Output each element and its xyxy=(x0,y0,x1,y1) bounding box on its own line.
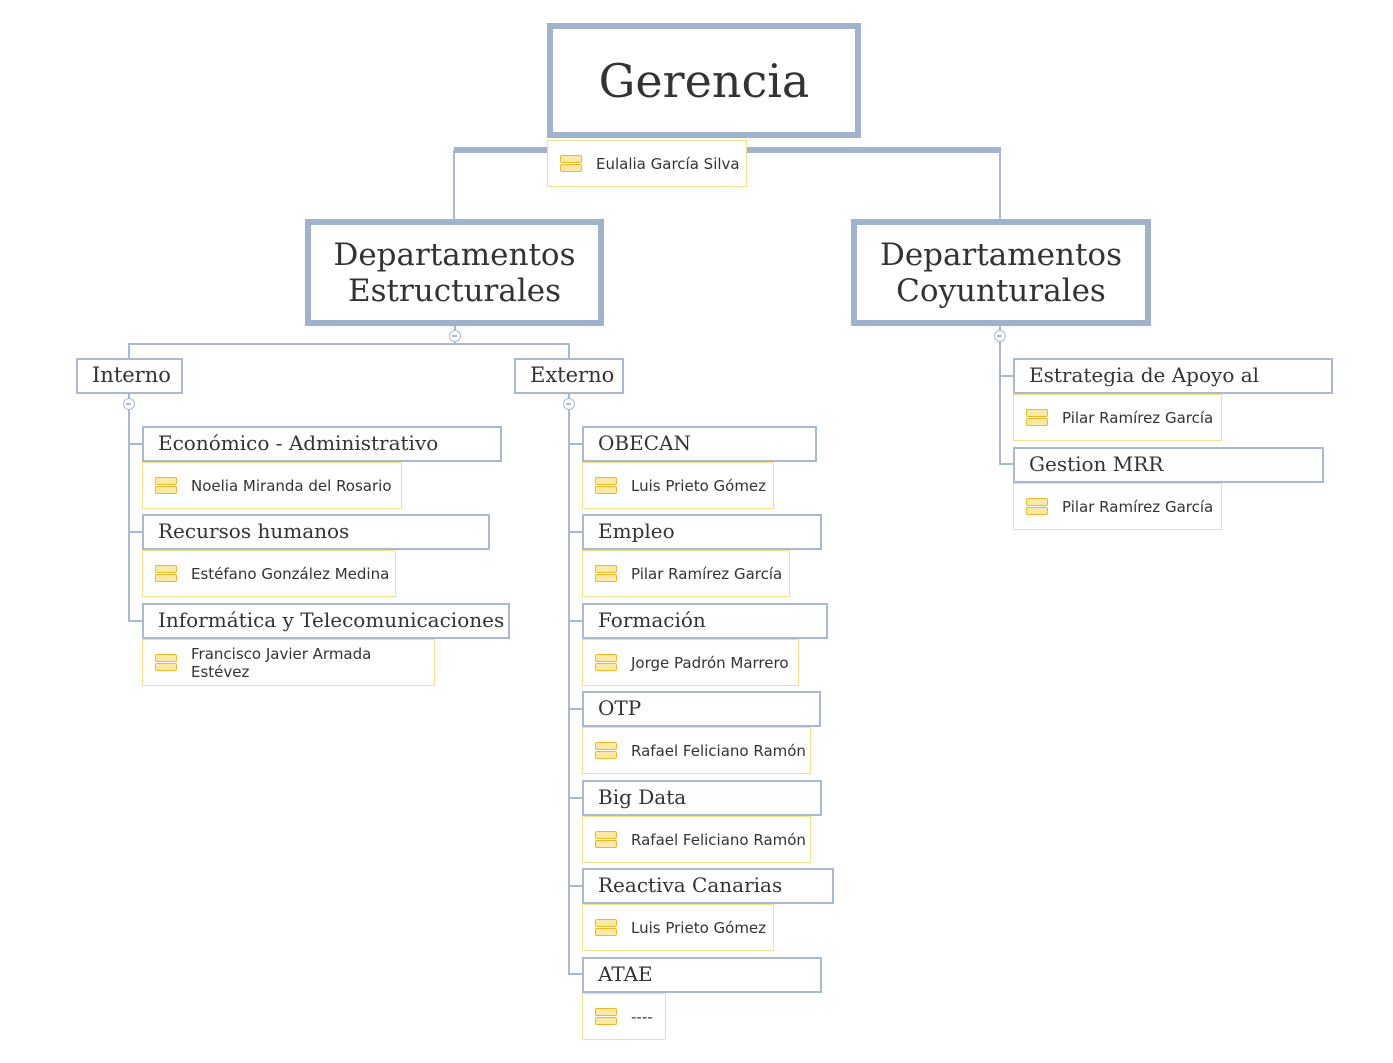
connector xyxy=(569,885,583,887)
node-recursos-humanos[interactable]: Recursos humanos xyxy=(142,514,490,550)
node-title-line2: Estructurales xyxy=(347,272,562,309)
connector xyxy=(129,531,144,533)
connector xyxy=(129,443,144,445)
node-title-line1: Departamentos xyxy=(333,236,576,273)
person-card[interactable]: Luis Prieto Gómez xyxy=(582,462,774,509)
stacked-cards-icon xyxy=(595,476,617,495)
stacked-cards-icon xyxy=(595,653,617,672)
node-label: Recursos humanos xyxy=(158,519,350,543)
connector xyxy=(453,150,455,220)
connector xyxy=(999,324,1001,465)
node-label: Interno xyxy=(92,363,171,387)
connector xyxy=(128,343,130,360)
person-name: ---- xyxy=(631,1007,653,1026)
collapse-circle-icon[interactable] xyxy=(563,398,575,410)
collapse-circle-icon[interactable] xyxy=(994,330,1006,342)
node-title-line2: Coyunturales xyxy=(896,272,1106,309)
collapse-circle-icon[interactable] xyxy=(123,398,135,410)
person-card[interactable]: Pilar Ramírez García xyxy=(1013,394,1222,441)
stacked-cards-icon xyxy=(155,564,177,583)
person-name: Noelia Miranda del Rosario xyxy=(191,476,392,495)
node-informatica-telecomunicaciones[interactable]: Informática y Telecomunicaciones xyxy=(142,603,510,639)
node-economico-administrativo[interactable]: Económico - Administrativo xyxy=(142,426,502,462)
person-card[interactable]: Luis Prieto Gómez xyxy=(582,904,774,951)
stacked-cards-icon xyxy=(595,741,617,760)
connector xyxy=(1000,375,1015,377)
node-label: Gestion MRR xyxy=(1029,452,1164,476)
person-name: Luis Prieto Gómez xyxy=(631,918,767,937)
person-name: Rafael Feliciano Ramón xyxy=(631,741,806,760)
person-name: Pilar Ramírez García xyxy=(1062,497,1214,516)
connector xyxy=(128,392,130,622)
node-label: Formación xyxy=(598,608,706,632)
node-big-data[interactable]: Big Data xyxy=(582,780,822,816)
person-card[interactable]: Rafael Feliciano Ramón xyxy=(582,727,811,774)
node-title-line1: Departamentos xyxy=(879,236,1123,273)
person-name: Luis Prieto Gómez xyxy=(631,476,767,495)
node-label: ATAE xyxy=(598,962,653,986)
connector xyxy=(569,708,583,710)
person-card[interactable]: Estéfano González Medina xyxy=(142,550,396,597)
node-externo[interactable]: Externo xyxy=(514,358,624,394)
person-card[interactable]: ---- xyxy=(582,993,666,1040)
connector xyxy=(569,531,583,533)
root-person[interactable]: Eulalia García Silva xyxy=(547,140,747,187)
stacked-cards-icon xyxy=(155,476,177,495)
person-name: Rafael Feliciano Ramón xyxy=(631,830,806,849)
person-card[interactable]: Pilar Ramírez García xyxy=(582,550,790,597)
person-name: Pilar Ramírez García xyxy=(1062,408,1214,427)
stacked-cards-icon xyxy=(560,154,582,173)
person-name: Pilar Ramírez García xyxy=(631,564,783,583)
stacked-cards-icon xyxy=(1026,408,1048,427)
node-reactiva-canarias[interactable]: Reactiva Canarias xyxy=(582,868,834,904)
node-formacion[interactable]: Formación xyxy=(582,603,828,639)
connector xyxy=(569,797,583,799)
collapse-circle-icon[interactable] xyxy=(449,330,461,342)
node-label: Reactiva Canarias xyxy=(598,873,783,897)
node-obecan[interactable]: OBECAN xyxy=(582,426,817,462)
connector xyxy=(1000,463,1015,465)
person-name: Eulalia García Silva xyxy=(596,154,740,173)
stacked-cards-icon xyxy=(595,1007,617,1026)
stacked-cards-icon xyxy=(1026,497,1048,516)
person-card[interactable]: Francisco Javier Armada Estévez xyxy=(142,639,435,686)
person-name: Estéfano González Medina xyxy=(191,564,390,583)
stacked-cards-icon xyxy=(595,564,617,583)
node-label: OBECAN xyxy=(598,431,691,455)
node-interno[interactable]: Interno xyxy=(76,358,183,394)
person-card[interactable]: Noelia Miranda del Rosario xyxy=(142,462,402,509)
stacked-cards-icon xyxy=(155,653,177,672)
root-title: Gerencia xyxy=(598,53,810,108)
root-node-gerencia[interactable]: Gerencia xyxy=(547,23,861,138)
connector xyxy=(569,973,583,975)
node-otp[interactable]: OTP xyxy=(582,691,821,727)
connector xyxy=(999,150,1001,220)
node-estrategia-apoyo-empleo[interactable]: Estrategia de Apoyo al Empleo xyxy=(1013,358,1333,417)
connector xyxy=(569,620,583,622)
node-label: OTP xyxy=(598,696,642,720)
person-card[interactable]: Rafael Feliciano Ramón xyxy=(582,816,811,863)
node-departamentos-coyunturales[interactable]: Departamentos Coyunturales xyxy=(851,219,1151,326)
connector xyxy=(568,392,570,975)
connector xyxy=(569,443,583,445)
person-name: Jorge Padrón Marrero xyxy=(631,653,789,672)
stacked-cards-icon xyxy=(595,830,617,849)
node-label: Big Data xyxy=(598,785,687,809)
node-label: Económico - Administrativo xyxy=(158,431,439,455)
person-card[interactable]: Pilar Ramírez García xyxy=(1013,483,1222,530)
node-departamentos-estructurales[interactable]: Departamentos Estructurales xyxy=(305,219,604,326)
person-name: Francisco Javier Armada Estévez xyxy=(191,644,372,681)
node-label: Externo xyxy=(530,363,615,387)
node-gestion-mrr[interactable]: Gestion MRR xyxy=(1013,447,1324,483)
node-empleo[interactable]: Empleo xyxy=(582,514,822,550)
node-label: Informática y Telecomunicaciones xyxy=(158,608,505,632)
node-label: Empleo xyxy=(598,519,675,543)
connector xyxy=(129,620,144,622)
node-atae[interactable]: ATAE xyxy=(582,957,822,993)
connector xyxy=(568,343,570,360)
connector xyxy=(129,343,570,345)
stacked-cards-icon xyxy=(595,918,617,937)
person-card[interactable]: Jorge Padrón Marrero xyxy=(582,639,799,686)
